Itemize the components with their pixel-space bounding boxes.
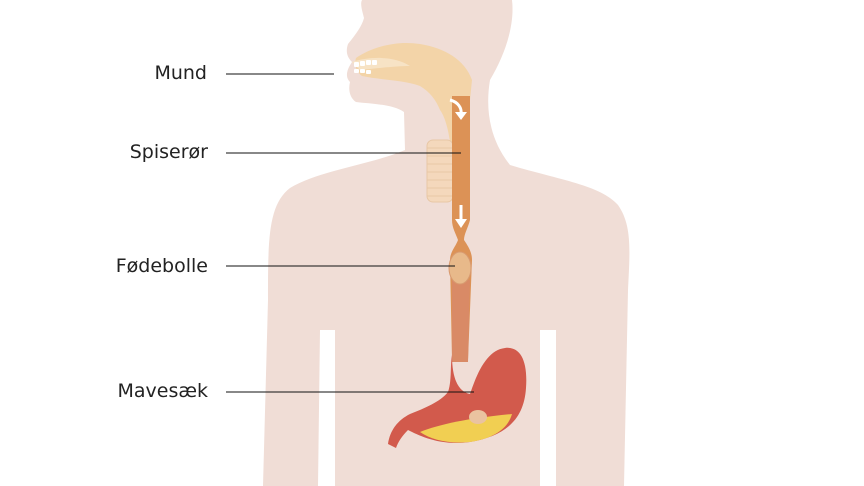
label-esophagus: Spiserør bbox=[129, 141, 208, 163]
trachea bbox=[426, 139, 454, 203]
down-arrow-head bbox=[455, 219, 467, 228]
throat-region bbox=[355, 42, 472, 161]
label-stomach: Mavesæk bbox=[117, 380, 208, 402]
esophagus-lower bbox=[452, 280, 470, 362]
label-bolus: Fødebolle bbox=[115, 255, 208, 277]
bolus-shape bbox=[448, 251, 472, 285]
stomach-bolus bbox=[469, 410, 487, 424]
gastric-fluid bbox=[420, 414, 512, 443]
teeth bbox=[354, 60, 377, 74]
body-silhouette bbox=[263, 0, 630, 486]
curved-arrow-head bbox=[455, 112, 467, 120]
label-mouth: Mund bbox=[154, 62, 207, 84]
